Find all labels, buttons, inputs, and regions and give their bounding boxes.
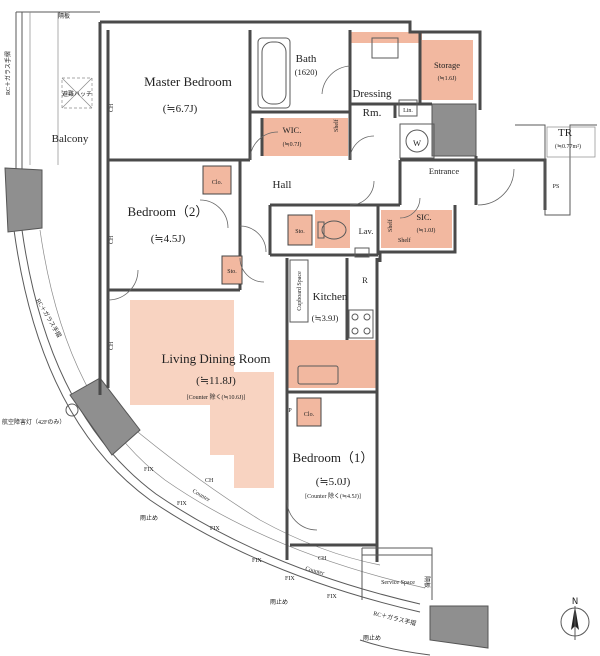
counter-1: Counter (191, 489, 211, 504)
fixtures (61, 37, 435, 417)
column-left-top (4, 167, 43, 233)
wall-note-1: RC＋ガラス手摺 (4, 51, 12, 95)
compass: N (560, 597, 590, 640)
lav-label: Lav. (359, 226, 374, 236)
tr-area: (≒0.77m²) (555, 143, 581, 150)
stopper-2: 雨止め (270, 598, 288, 606)
dressing-sub: Rm. (363, 107, 382, 119)
light-label: 航空障害灯（42Fのみ） (2, 418, 65, 426)
dressing-label: Dressing (352, 88, 392, 100)
clo-top-label: Clo. (212, 180, 223, 186)
wall-note-2: RC＋ガラス手摺 (34, 297, 63, 339)
wic-label: WIC. (283, 125, 302, 135)
closet-top (202, 165, 232, 195)
balcony-label: Balcony (52, 133, 89, 145)
divider-1: 隔板 (58, 12, 70, 20)
wic-shelf: Shelf (333, 119, 340, 132)
column-bottom (429, 605, 489, 649)
ldr-label: Living Dining Room (161, 351, 270, 366)
p-label: P (288, 408, 292, 414)
fix-3: FIX (210, 526, 220, 532)
counter-2: Counter (304, 566, 324, 577)
master-bedroom-area: (≒6.7J) (163, 103, 198, 115)
column-right (431, 103, 477, 157)
ch-mark-5: CH (318, 556, 327, 562)
ldr-area: (≒11.8J) (196, 375, 236, 387)
ldr-note: [Counter 除く(≒10.6J)] (187, 393, 246, 401)
doors (107, 65, 515, 531)
ch-mark-4: CH (205, 478, 214, 484)
kitchen-area: (≒3.9J) (312, 313, 339, 323)
sic-shelf-a: Shelf (387, 219, 394, 232)
closet-bottom (296, 397, 322, 427)
bedroom1-label: Bedroom（1） (293, 450, 374, 465)
fix-2: FIX (177, 501, 187, 507)
divider-2: 隔板 (423, 576, 431, 588)
fix-4: FIX (252, 558, 262, 564)
sic-area: (≒1.0J) (417, 227, 436, 234)
entrance-label: Entrance (429, 166, 459, 176)
tr-label: TR (558, 127, 573, 139)
fix-6: FIX (327, 594, 337, 600)
ps-label: PS (553, 184, 560, 190)
wic-area: (≒0.7J) (283, 141, 302, 148)
ch-mark-1: CH (109, 103, 115, 112)
ch-mark-2: CH (109, 235, 115, 244)
column-left-bottom (69, 377, 141, 456)
walls (98, 20, 597, 600)
sic-shelf-b: Shelf (398, 237, 411, 244)
fix-1: FIX (144, 467, 154, 473)
cupboard-label: Cupboard Space (297, 271, 303, 311)
bedroom1-note: [Counter 除く(≒4.5J)] (305, 492, 361, 500)
washer-label: W (413, 138, 421, 148)
sto-box-1 (287, 214, 313, 246)
sto-2-label: Sto. (227, 269, 237, 275)
evac-hatch-label: 避難ハッチ (62, 90, 92, 98)
sic-label: SIC. (416, 212, 431, 222)
sto-1-label: Sto. (295, 229, 305, 235)
r-label: R (362, 275, 368, 285)
fix-5: FIX (285, 576, 295, 582)
sto-box-2 (221, 255, 243, 285)
lin-label: Lin. (403, 108, 413, 114)
balcony-railing (15, 11, 100, 170)
storage-label: Storage (434, 60, 460, 70)
curved-railing (13, 229, 431, 656)
stopper-3: 雨止め (363, 634, 381, 642)
room-labels: Master Bedroom (≒6.7J) Bath (1620) Dress… (52, 53, 581, 586)
bedroom1-area: (≒5.0J) (316, 476, 351, 488)
bath-size: (1620) (295, 67, 318, 77)
kitchen-label: Kitchen (313, 291, 348, 303)
bath-label: Bath (296, 53, 317, 65)
storage-area: (≒1.6J) (438, 75, 457, 82)
bedroom2-label: Bedroom（2） (128, 204, 209, 219)
bedroom2-area: (≒4.5J) (151, 233, 186, 245)
clo-bottom-label: Clo. (304, 412, 315, 418)
compass-label: N (572, 597, 578, 607)
master-bedroom-label: Master Bedroom (144, 74, 232, 89)
service-label: Service Space (381, 580, 415, 586)
ch-mark-3: CH (109, 341, 115, 350)
stopper-1: 雨止め (140, 514, 158, 522)
wall-note-3: RC＋ガラス手摺 (373, 609, 418, 627)
hall-label: Hall (273, 179, 292, 191)
